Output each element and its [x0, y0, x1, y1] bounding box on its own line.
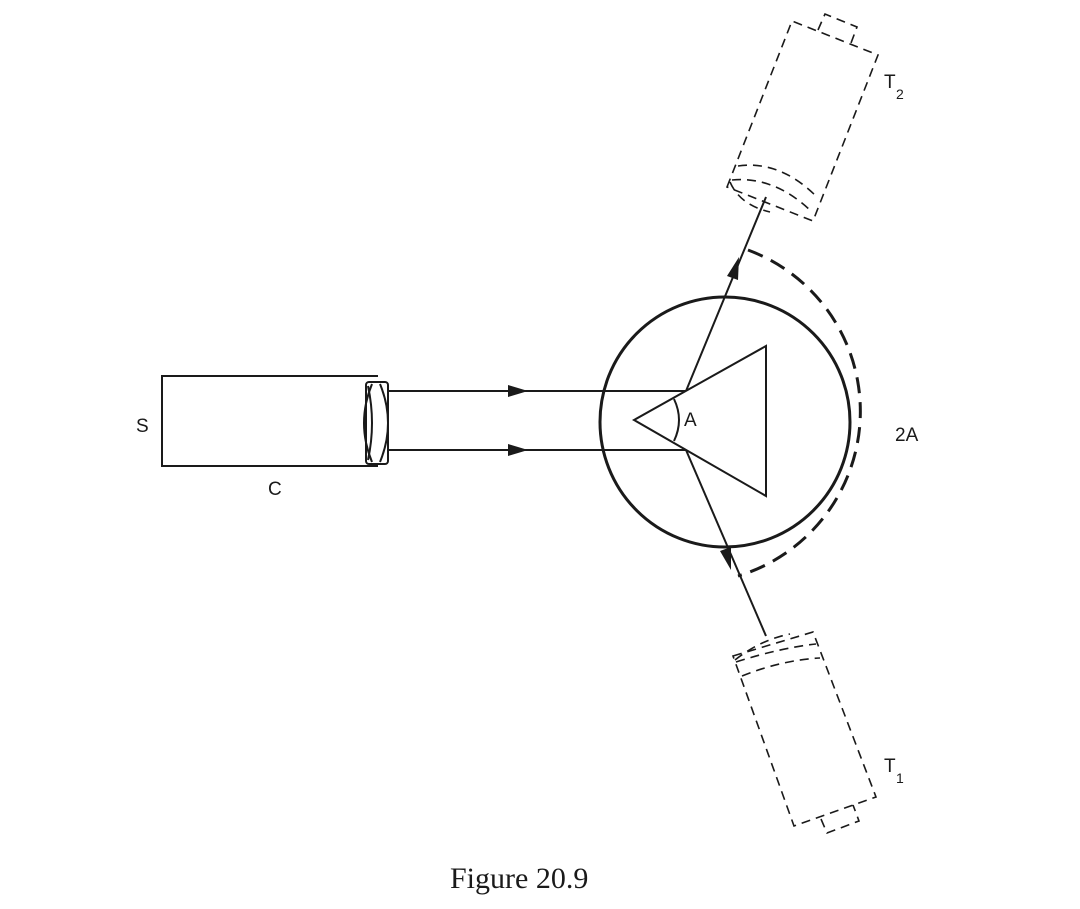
collimator: [161, 375, 389, 467]
label-deviation-angle: 2A: [895, 425, 919, 446]
incident-rays: [388, 385, 686, 456]
svg-text:2: 2: [896, 86, 904, 102]
label-telescope-1: T 1: [884, 756, 904, 786]
figure-caption: Figure 20.9: [450, 862, 588, 895]
deviation-arc: [737, 248, 862, 578]
telescope-2: [725, 12, 880, 223]
prism-angle-arc: [673, 398, 680, 442]
label-collimator: C: [268, 479, 282, 500]
telescope-1: [731, 631, 878, 835]
svg-text:T: T: [884, 756, 896, 777]
prism: [631, 344, 767, 498]
collimator-lens: [363, 381, 389, 465]
label-source: S: [136, 416, 149, 437]
label-prism-angle: A: [684, 410, 697, 431]
svg-text:1: 1: [896, 770, 904, 786]
reflected-rays: [685, 196, 767, 637]
label-telescope-2: T 2: [884, 72, 904, 102]
svg-text:T: T: [884, 72, 896, 93]
